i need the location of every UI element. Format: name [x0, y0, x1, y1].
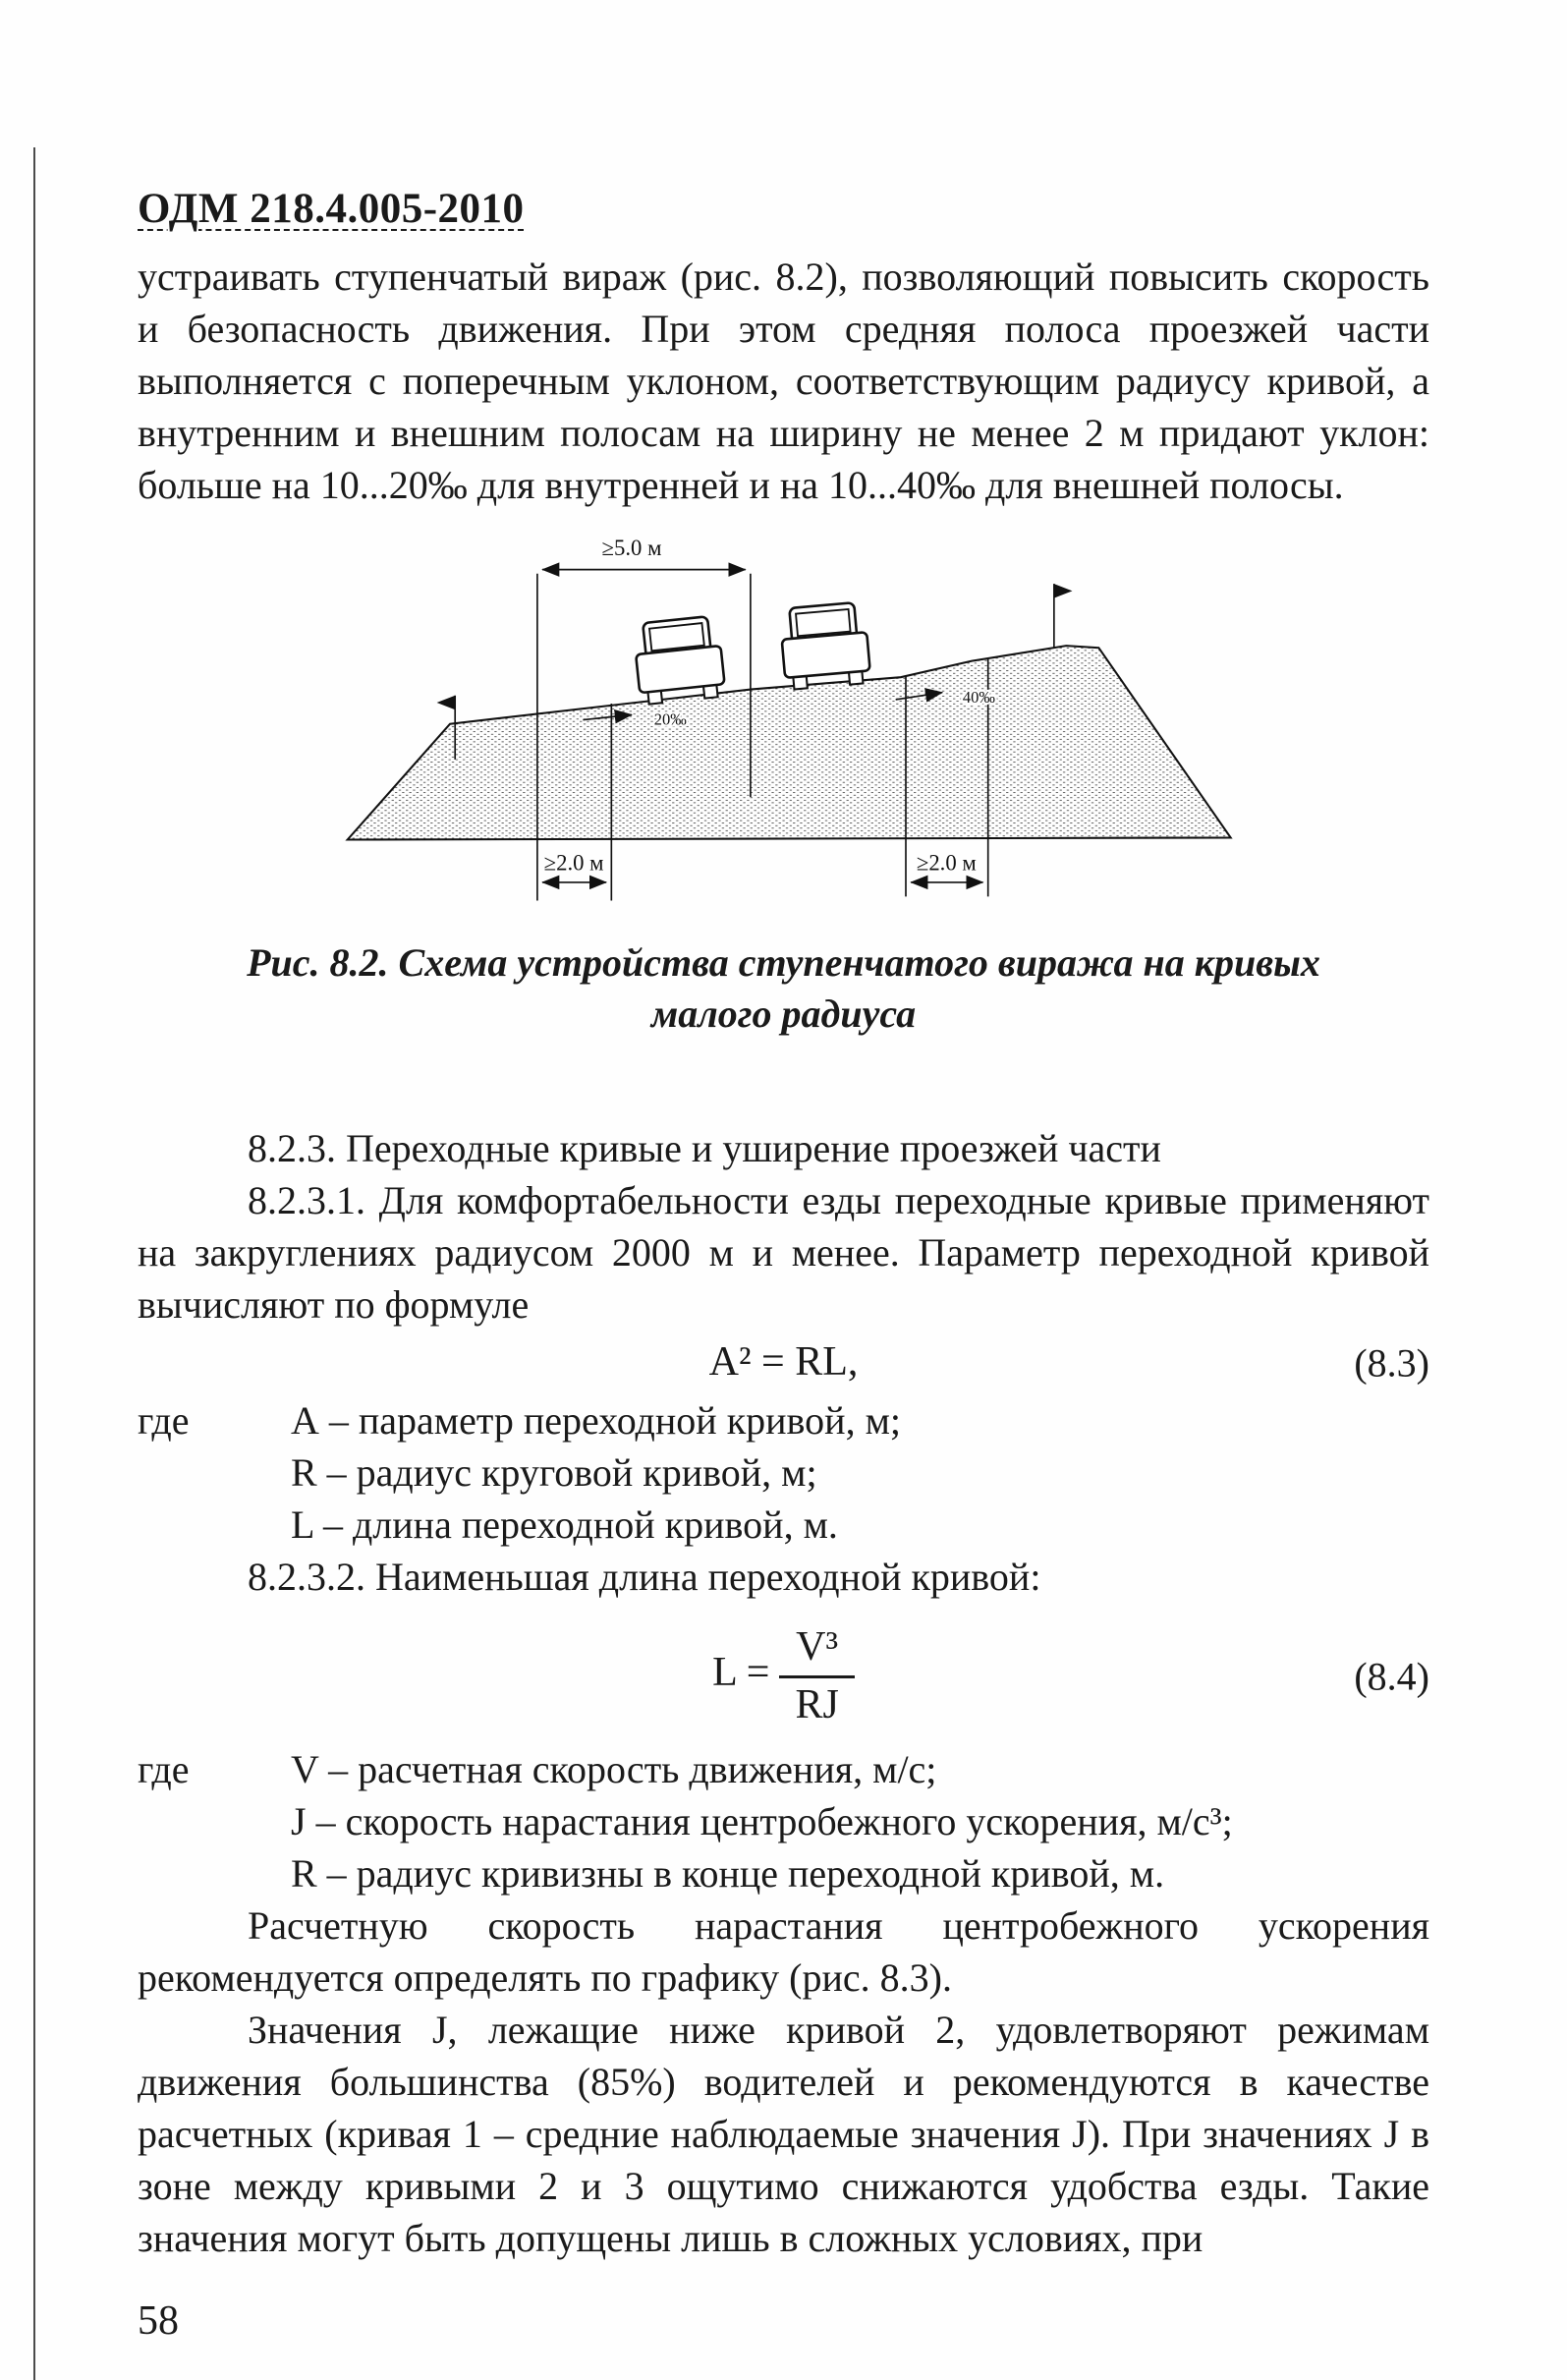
paragraph-8231: 8.2.3.1. Для комфортабельности езды пере… [138, 1178, 1429, 1327]
figure-8-2: ≥5.0 м ≥2.0 м ≥2.0 м 20‰ 40‰ [138, 525, 1429, 1040]
where-item-r: R – радиус круговой кривой, м; [291, 1450, 817, 1495]
formula-8-3-number: (8.3) [1354, 1340, 1429, 1385]
where-items: А – параметр переходной кривой, м; R – р… [291, 1394, 1429, 1551]
slope-label-inner: 20‰ [653, 710, 687, 729]
document-code: ОДМ 218.4.005-2010 [138, 186, 525, 232]
figure-caption-line2: малого радиуса [650, 992, 917, 1036]
scan-artifact-line [33, 147, 35, 2380]
dimension-label-bottom-left: ≥2.0 м [543, 851, 603, 876]
paragraph-8232: 8.2.3.2. Наименьшая длина переходной кри… [248, 1555, 1041, 1599]
flag-left [436, 695, 456, 760]
where-label: где [138, 1747, 190, 1791]
paragraph-values-j: Значения J, лежащие ниже кривой 2, удовл… [138, 2008, 1429, 2260]
dimension-label-bottom-right: ≥2.0 м [916, 851, 976, 876]
where-label: где [138, 1398, 190, 1443]
car-right [777, 600, 872, 692]
flag-right [1052, 584, 1072, 649]
formula-8-4-number: (8.4) [1354, 1654, 1429, 1698]
where-item-j: J – скорость нарастания центробежного ус… [291, 1799, 1233, 1843]
road-cross-section-diagram: ≥5.0 м ≥2.0 м ≥2.0 м 20‰ 40‰ [344, 536, 1233, 901]
formula-8-4-lhs: L = [712, 1650, 770, 1696]
formula-8-4-numerator: V³ [779, 1622, 855, 1678]
dimension-label-top: ≥5.0 м [601, 536, 661, 560]
formula-8-3: А² = RL, (8.3) [138, 1336, 1429, 1388]
where-item-r2: R – радиус кривизны в конце переходной к… [291, 1851, 1165, 1896]
intro-paragraph: устраивать ступенчатый вираж (рис. 8.2),… [138, 255, 1429, 507]
embankment [344, 645, 1233, 841]
slope-label-outer: 40‰ [962, 688, 995, 707]
where-item-l: L – длина переходной кривой, м. [291, 1502, 838, 1547]
car-left [631, 613, 727, 707]
where-item-v: V – расчетная скорость движения, м/с; [291, 1747, 937, 1791]
figure-caption-line1: Рис. 8.2. Схема устройства ступенчатого … [247, 940, 1320, 985]
formula-8-4-denominator: RJ [795, 1682, 839, 1728]
formula-8-3-expression: А² = RL, [708, 1339, 859, 1385]
where-block-1: где А – параметр переходной кривой, м; R… [138, 1394, 1429, 1551]
where-items: V – расчетная скорость движения, м/с; J … [291, 1743, 1429, 1899]
figure-caption: Рис. 8.2. Схема устройства ступенчатого … [138, 937, 1429, 1040]
slope-arrow-inner [582, 708, 633, 724]
page-header: ОДМ 218.4.005-2010 [138, 185, 1429, 233]
paragraph-design-speed: Расчетную скорость нарастания центробежн… [138, 1903, 1429, 2000]
section-heading-823: 8.2.3. Переходные кривые и уширение прое… [248, 1126, 1161, 1170]
page-number: 58 [138, 2298, 179, 2344]
slope-arrow-outer [895, 688, 943, 703]
where-block-2: где V – расчетная скорость движения, м/с… [138, 1743, 1429, 1899]
where-item-a: А – параметр переходной кривой, м; [291, 1398, 901, 1443]
